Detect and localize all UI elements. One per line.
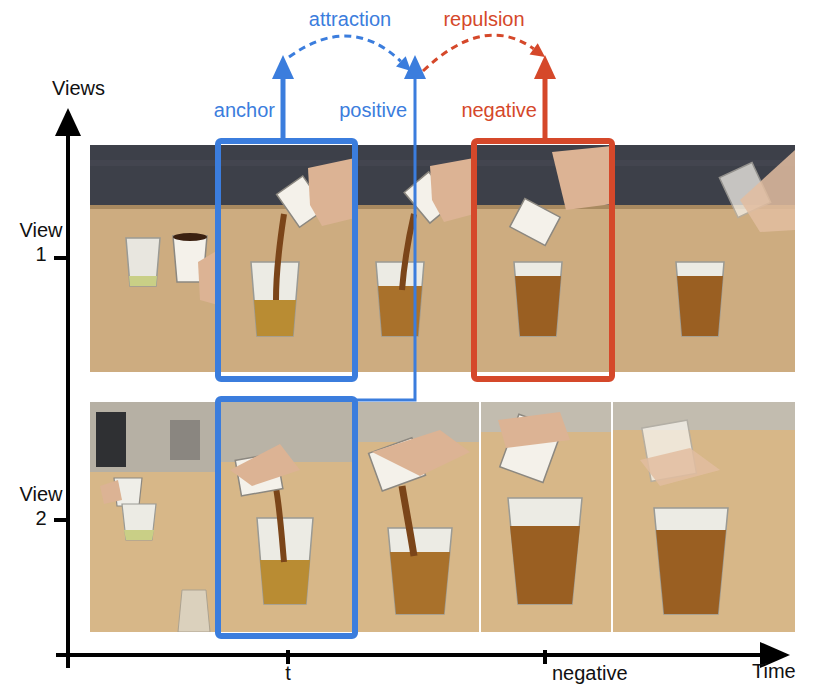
- node-label: anchor: [214, 98, 275, 122]
- axis-label: Time: [752, 659, 796, 683]
- axes: [54, 132, 762, 668]
- axis-label: negative: [552, 661, 628, 684]
- dashed-arc-connector: [289, 36, 411, 71]
- node-label: negative: [461, 98, 537, 122]
- node-label: positive: [339, 98, 407, 122]
- axis-label: t: [285, 661, 291, 684]
- edge-label: repulsion: [441, 7, 526, 31]
- axis-label: View 2: [16, 482, 66, 530]
- view-1-frames: [90, 145, 795, 372]
- axis-label: View 1: [16, 218, 66, 266]
- label-node: positive: [337, 55, 415, 122]
- label-node: anchor: [211, 55, 283, 122]
- view-2-frames: [90, 402, 795, 632]
- label-node: negative: [459, 55, 545, 122]
- edge-label: attraction: [307, 7, 393, 31]
- dashed-arc-connector: [423, 35, 545, 71]
- axis-arrowheads: [55, 108, 790, 668]
- selection-arrows: [272, 55, 556, 400]
- axis-label: Views: [52, 76, 105, 100]
